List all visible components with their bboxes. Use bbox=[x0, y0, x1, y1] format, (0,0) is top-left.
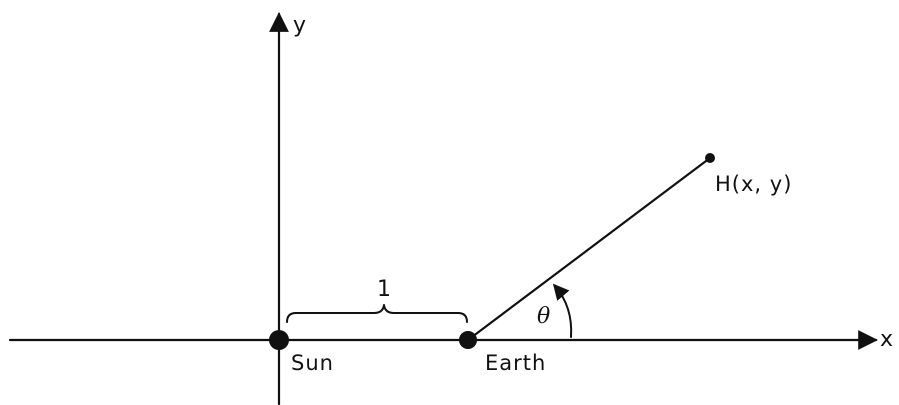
earth-to-h-line bbox=[466, 156, 712, 342]
h-point bbox=[705, 153, 715, 163]
angle-arc bbox=[552, 283, 573, 338]
angle-label: θ bbox=[537, 304, 550, 329]
distance-brace bbox=[286, 304, 468, 323]
y-axis-label: y bbox=[293, 13, 306, 38]
distance-label: 1 bbox=[377, 277, 391, 302]
sun-point bbox=[269, 330, 289, 350]
h-point-label: H(x, y) bbox=[715, 172, 792, 196]
sun-label: Sun bbox=[291, 351, 334, 375]
earth-point bbox=[459, 331, 477, 349]
x-axis-label: x bbox=[880, 327, 893, 352]
earth-label: Earth bbox=[485, 351, 546, 375]
